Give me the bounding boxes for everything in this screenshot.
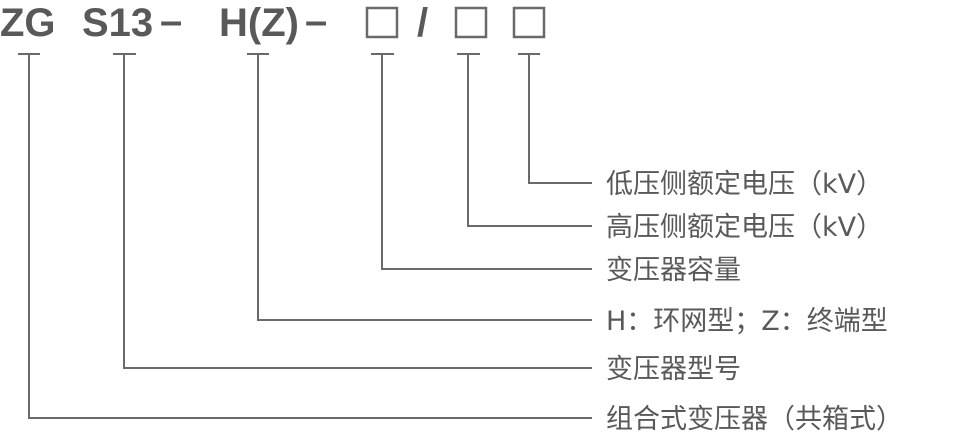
code-slash: /	[417, 1, 428, 45]
leader-line-hv	[457, 53, 592, 227]
code-prefix: ZG	[0, 1, 56, 45]
placeholder-box-capacity	[365, 6, 399, 39]
label-prefix: 组合式变压器（共箱式）	[606, 404, 903, 435]
code-series: S13	[82, 1, 153, 45]
labels: 低压侧额定电压（kV） 高压侧额定电压（kV） 变压器容量 H：环网型；Z：终端…	[606, 169, 903, 435]
code-type: H(Z)	[219, 1, 299, 45]
leader-line-capacity	[371, 53, 592, 270]
placeholder-box-lv	[512, 6, 546, 39]
label-series: 变压器型号	[606, 354, 741, 385]
leader-line-prefix	[18, 53, 592, 419]
leader-line-lv	[518, 53, 592, 184]
label-type: H：环网型；Z：终端型	[606, 306, 888, 337]
code-dash-2: –	[305, 0, 327, 43]
label-capacity: 变压器容量	[606, 255, 741, 286]
label-hv-voltage: 高压侧额定电压（kV）	[606, 212, 883, 243]
label-lv-voltage: 低压侧额定电压（kV）	[606, 169, 883, 200]
leader-line-type	[247, 53, 592, 321]
leader-lines	[18, 53, 592, 419]
model-code: ZG S13 – H(Z) – /	[0, 0, 546, 45]
placeholder-box-hv	[454, 6, 488, 39]
leader-line-series	[113, 53, 592, 369]
code-dash-1: –	[160, 0, 182, 43]
